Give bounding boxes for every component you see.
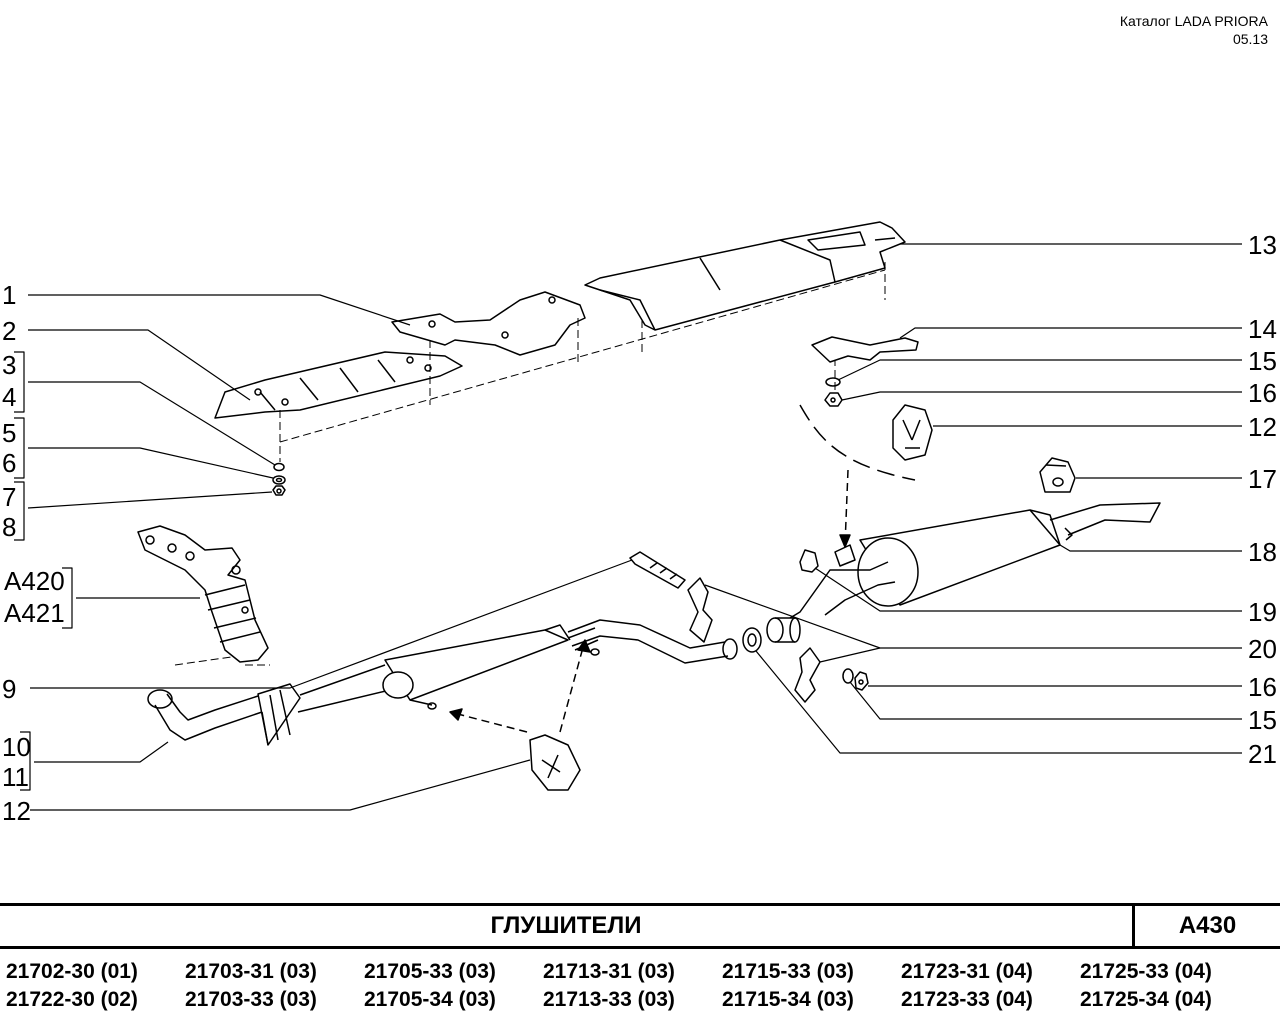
front-exhaust-pipe [147, 619, 738, 746]
callout-15-top: 15 [1248, 346, 1277, 376]
catalog-header: Каталог LADA PRIORA 05.13 [1120, 12, 1268, 48]
model-code: 21703-31 (03) [185, 960, 317, 983]
model-code: 21705-34 (03) [364, 988, 496, 1011]
washers-nuts [272, 462, 286, 496]
callout-18: 18 [1248, 537, 1277, 567]
model-code: 21722-30 (02) [6, 988, 138, 1011]
model-code: 21703-33 (03) [185, 988, 317, 1011]
callout-3: 3 [2, 350, 16, 380]
model-code: 21713-33 (03) [543, 988, 675, 1011]
exhaust-system-diagram: 1 2 3 4 5 6 7 8 A420 A421 9 10 11 12 13 … [2, 221, 1277, 826]
model-code: 21715-33 (03) [722, 960, 854, 983]
catalog-title: Каталог LADA PRIORA [1119, 13, 1268, 29]
leader-lines [27, 243, 1242, 811]
callout-15-bottom: 15 [1248, 705, 1277, 735]
callout-7: 7 [2, 482, 16, 512]
model-code: 21725-34 (04) [1080, 988, 1212, 1011]
exhaust-manifold-catalyst [137, 525, 269, 663]
rubber-cushion [799, 549, 819, 573]
callout-4: 4 [2, 382, 16, 412]
callout-16-top: 16 [1248, 378, 1277, 408]
footer-table: ГЛУШИТЕЛИ A430 21702-30 (01) 21703-31 (0… [0, 903, 1280, 1024]
front-heat-shield [214, 351, 463, 419]
callout-1: 1 [2, 280, 16, 310]
clamp-bolt [629, 551, 686, 589]
model-code: 21723-31 (04) [901, 960, 1033, 983]
callout-5: 5 [2, 418, 16, 448]
heat-shield-bracket [391, 291, 586, 356]
callout-a421: A421 [4, 598, 65, 628]
callout-8: 8 [2, 512, 16, 542]
model-list: 21702-30 (01) 21703-31 (03) 21705-33 (03… [6, 958, 1276, 1014]
callout-6: 6 [2, 448, 16, 478]
model-code: 21702-30 (01) [6, 960, 138, 983]
callout-21: 21 [1248, 739, 1277, 769]
callout-2: 2 [2, 316, 16, 346]
section-title: ГЛУШИТЕЛИ [0, 906, 1135, 949]
washer-nut-bottom [842, 668, 869, 691]
pipe-clamp-halves [687, 577, 821, 703]
model-code: 21713-31 (03) [543, 960, 675, 983]
rear-heat-shield [584, 221, 906, 331]
motion-arrows [449, 404, 916, 733]
rear-muffler [789, 502, 1161, 619]
catalog-date: 05.13 [1232, 31, 1268, 47]
callout-11: 11 [2, 762, 29, 792]
model-code: 21725-33 (04) [1080, 960, 1212, 983]
callout-9: 9 [2, 674, 16, 704]
model-code: 21723-33 (04) [901, 988, 1033, 1011]
callout-10: 10 [2, 732, 31, 762]
callout-brackets [14, 351, 73, 791]
sealing-ring [742, 617, 801, 653]
callout-19: 19 [1248, 597, 1277, 627]
callout-labels: 1 2 3 4 5 6 7 8 A420 A421 9 10 11 12 13 … [2, 230, 1277, 826]
model-code: 21715-34 (03) [722, 988, 854, 1011]
model-row: 21722-30 (02) 21703-33 (03) 21705-34 (03… [6, 986, 1276, 1014]
muffler-bracket [811, 336, 919, 407]
callout-20: 20 [1248, 634, 1277, 664]
model-code: 21705-33 (03) [364, 960, 496, 983]
callout-12-right: 12 [1248, 412, 1277, 442]
assembly-lines [174, 262, 886, 666]
rubber-hanger-left [529, 734, 581, 791]
callout-a420: A420 [4, 566, 65, 596]
section-code: A430 [1135, 906, 1280, 949]
callout-17: 17 [1248, 464, 1277, 494]
callout-14: 14 [1248, 314, 1277, 344]
callout-16-bottom: 16 [1248, 672, 1277, 702]
callout-13: 13 [1248, 230, 1277, 260]
hanger-cushion [1039, 457, 1076, 493]
rubber-hanger-right [892, 404, 933, 461]
model-row: 21702-30 (01) 21703-31 (03) 21705-33 (03… [6, 958, 1276, 986]
callout-12-left: 12 [2, 796, 31, 826]
